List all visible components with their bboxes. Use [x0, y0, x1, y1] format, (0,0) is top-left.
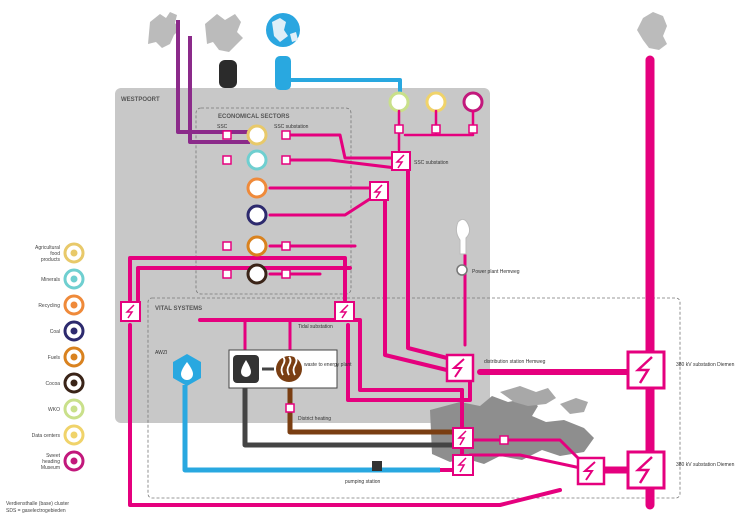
cocoa-node-icon: [246, 263, 268, 285]
power-line-ssc: [283, 133, 398, 160]
legend-label: WKO: [48, 407, 60, 413]
heat-waves-icon: [280, 356, 298, 376]
power-plant-label: Power plant Hemweg: [472, 269, 520, 275]
coal-silo-icon: [219, 60, 237, 88]
data-center-node-icon: [425, 91, 447, 113]
museum-node-icon: [462, 91, 484, 113]
tidal-substation-label: Tidal substation: [298, 324, 333, 330]
coal-line: [242, 380, 455, 448]
legend-icon-fill: [70, 431, 78, 439]
junction-markers: [222, 124, 509, 445]
agri-node-icon: [246, 124, 268, 146]
legend-label: Minerals: [41, 277, 60, 283]
main-substation-1-icon: [626, 350, 666, 390]
water-line: [182, 385, 440, 473]
legend-item: Coal: [50, 320, 85, 342]
fuels-node-icon: [246, 235, 268, 257]
ssc-top-label: SSC: [217, 124, 228, 130]
legend-item: Fuels: [48, 346, 85, 368]
legend-icon-fill: [70, 379, 78, 387]
economical-sectors-zone: [195, 107, 352, 295]
footnote-line-1: Verdiensthalle (base) cluster: [6, 501, 69, 507]
water-intake-icon: [275, 56, 291, 90]
legend-icon-fill: [70, 249, 78, 257]
recycling-node-icon: [246, 177, 268, 199]
westpoort-label: WESTPOORT: [121, 97, 160, 103]
ssc-substation-label: SSC substation: [274, 124, 309, 130]
substation-ssc: [391, 151, 411, 171]
substation-left: [120, 301, 141, 322]
substation-label: SSC substation: [414, 160, 449, 166]
economical-sectors-label: ECONOMICAL SECTORS: [218, 114, 289, 120]
substation-vital: [334, 301, 355, 322]
legend-item: Cocoa: [46, 372, 85, 394]
vital-systems-zone: [147, 297, 681, 499]
substation-bottom-2-icon: [452, 454, 474, 476]
tidal-substation-icon: [576, 456, 606, 486]
legend-item: WKO: [48, 398, 85, 420]
main-station-2-label: 380 kV substation Diemen: [676, 462, 735, 468]
coal-node-icon: [246, 204, 268, 226]
purple-supply-line-2: [188, 36, 250, 144]
legend-icon-fill: [70, 301, 78, 309]
power-plant-icon: [455, 218, 471, 255]
main-station-1-label: 380 kV substation Diemen: [676, 362, 735, 368]
westpoort-zone: [115, 88, 490, 423]
legend-icon-fill: [70, 327, 78, 335]
footnote-line-2: SDS = gaselectrogebieden: [6, 508, 66, 514]
pumping-station-icon: [372, 461, 382, 471]
europe-map-icon: [148, 12, 180, 48]
legend-label: Coal: [50, 329, 60, 335]
netherlands-map-icon: [637, 12, 667, 50]
legend-icon-fill: [70, 275, 78, 283]
legend-icon-fill: [70, 353, 78, 361]
district-heating-label: District heating: [298, 416, 331, 422]
wko-node-icon: [388, 91, 410, 113]
legend-item: Minerals: [41, 268, 85, 290]
minerals-node-icon: [246, 149, 268, 171]
heat-line: [287, 385, 455, 435]
legend-label: Cocoa: [46, 381, 61, 387]
europe-map-icon-2: [205, 14, 243, 52]
awzi-label: AWZI: [155, 350, 167, 356]
water-drop-icon: [181, 362, 193, 380]
distribution-station-label: distribution station Hemweg: [484, 359, 546, 365]
globe-land: [272, 18, 298, 42]
substation-mid: [369, 181, 389, 201]
pumping-station-label: pumping station: [345, 479, 381, 485]
main-substation-2-icon: [626, 450, 666, 490]
waste-to-energy-label: waste to energy plant: [304, 362, 352, 368]
legend-icon-fill: [70, 405, 78, 413]
legend-label: Recycling: [38, 303, 60, 309]
vital-systems-label: VITAL SYSTEMS: [155, 306, 202, 312]
legend-label: Data centers: [32, 433, 61, 439]
substation-bottom-icon: [452, 427, 474, 449]
power-plant-node: [456, 264, 468, 276]
amsterdam-map-2: [500, 386, 588, 414]
distribution-station-icon: [445, 353, 475, 383]
district-heating-icon: [276, 356, 302, 382]
legend-label: Fuels: [48, 355, 61, 361]
coal-plant-drop-icon: [241, 360, 251, 377]
legend-icon-fill: [70, 457, 78, 465]
legend-item: Data centers: [32, 424, 85, 446]
legend-item: Recycling: [38, 294, 85, 316]
